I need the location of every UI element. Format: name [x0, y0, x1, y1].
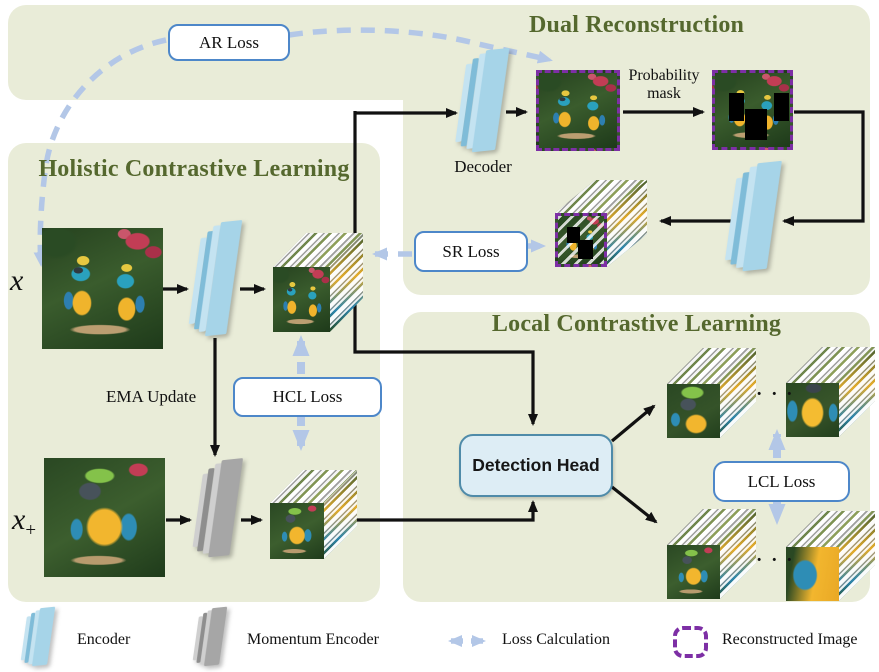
detection-head-label: Detection Head — [472, 455, 600, 475]
legend-loss-calculation-icon — [448, 635, 486, 647]
input-image-x-plus — [44, 458, 165, 577]
local-title: Local Contrastive Learning — [491, 311, 782, 337]
mask-patch — [578, 240, 593, 259]
mask-patch — [745, 109, 767, 140]
legend-reconstructed-image-label: Reconstructed Image — [722, 631, 858, 648]
detection-head-box: Detection Head — [459, 434, 613, 497]
mask-patch — [729, 93, 744, 121]
probability-mask-label: Probability mask — [628, 67, 700, 102]
ar-loss-label: AR Loss — [199, 32, 259, 52]
ar-loss-box: AR Loss — [168, 24, 290, 61]
sr-loss-box: SR Loss — [414, 231, 528, 272]
lcl-loss-label: LCL Loss — [747, 471, 816, 491]
legend-reconstructed-image-icon — [673, 626, 708, 658]
mask-patch — [774, 93, 789, 121]
masked-image — [712, 70, 793, 150]
x-plus-label: x+ — [12, 503, 37, 541]
legend-loss-calculation-label: Loss Calculation — [502, 631, 610, 648]
lcl-loss-box: LCL Loss — [713, 461, 850, 502]
holistic-feature-cube — [273, 233, 363, 332]
ellipsis-top: · · · — [756, 384, 795, 405]
hcl-loss-box: HCL Loss — [233, 377, 382, 417]
input-image-x — [42, 228, 163, 349]
ema-update-label: EMA Update — [106, 387, 197, 406]
x-label: x — [10, 264, 24, 297]
sr-loss-label: SR Loss — [442, 241, 500, 261]
dual-reconstruction-title: Dual Reconstruction — [528, 12, 745, 38]
legend-encoder-label: Encoder — [77, 631, 131, 648]
local-feature-cube-2 — [786, 347, 875, 437]
momentum-feature-cube — [270, 470, 357, 559]
holistic-title: Holistic Contrastive Learning — [38, 156, 350, 182]
ellipsis-bottom: · · · — [756, 550, 795, 571]
local-feature-cube-3 — [667, 509, 756, 599]
legend-momentum-encoder-label: Momentum Encoder — [247, 631, 379, 648]
hcl-loss-label: HCL Loss — [272, 387, 343, 406]
local-feature-cube-1 — [667, 348, 756, 438]
reconstructed-image — [536, 70, 620, 151]
masked-feature-cube — [555, 180, 647, 267]
decoder-label: Decoder — [454, 157, 512, 176]
mask-patch — [567, 227, 580, 243]
local-feature-cube-4 — [786, 511, 875, 601]
